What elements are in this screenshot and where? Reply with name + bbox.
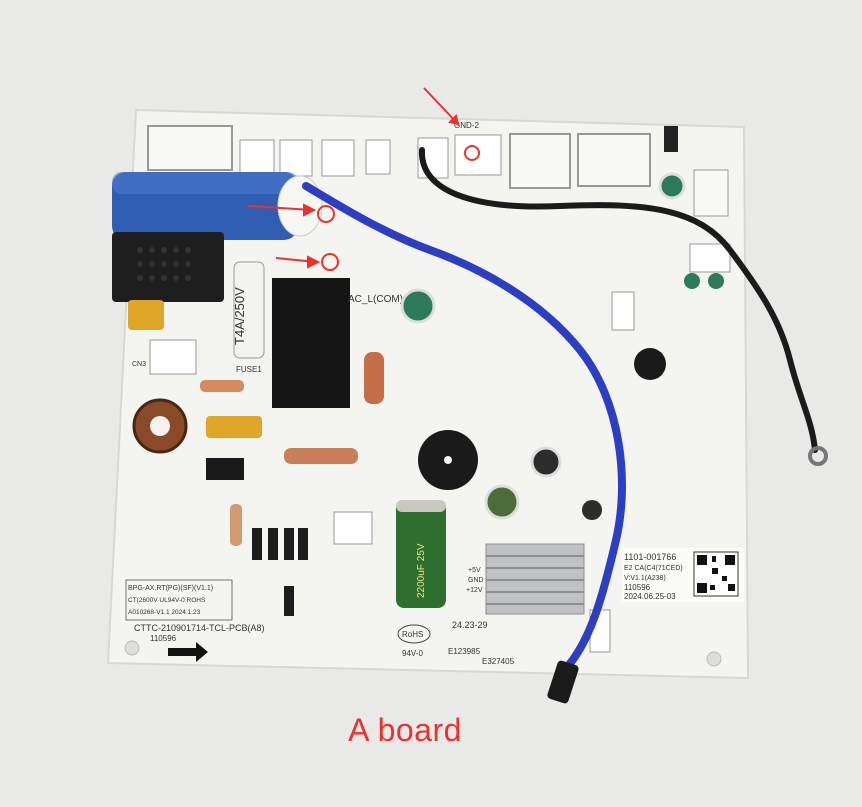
rohs-mark: RoHS xyxy=(402,630,423,639)
connector-top-left xyxy=(147,125,233,171)
sticker-line-4: 110596 xyxy=(624,583,651,592)
filter-block xyxy=(112,232,224,302)
relay-label: AC_L(COM) xyxy=(348,294,403,305)
fuse xyxy=(233,261,265,359)
capacitor-label: 2200uF 25V xyxy=(416,543,427,598)
date-code: 24.23-29 xyxy=(452,620,488,630)
e-number-2: E327405 xyxy=(482,657,515,666)
black-wire xyxy=(418,147,818,453)
annotation-markers xyxy=(247,87,480,271)
blue-wire xyxy=(302,182,626,670)
ul-rating: 94V-0 xyxy=(402,649,423,658)
caption: A board xyxy=(348,712,462,748)
volt-label-5v: +5V xyxy=(468,567,481,574)
sticker-line-3: V:V1.1(A238) xyxy=(624,575,666,582)
ring-terminal xyxy=(808,446,828,466)
main-capacitor xyxy=(396,500,446,608)
cn-label: CN3 xyxy=(132,361,146,368)
board-rating-label: CT(2600V UL94V-0 ROHS xyxy=(128,597,206,604)
relay xyxy=(272,278,350,408)
sticker-line-2: E2 CA(C4(71CED) xyxy=(624,565,683,572)
fuse-ref: FUSE1 xyxy=(236,365,262,374)
sticker-line-5: 2024.06.25-03 xyxy=(624,592,676,601)
fuse-label: T4A/250V xyxy=(232,287,247,345)
board-model-label: BPG-AX.RT(PG)(SF)(V1.1) xyxy=(128,585,213,592)
board-code-label: A010268-V1.1 2024.1.23 xyxy=(128,609,201,616)
board-number-label: 110596 xyxy=(150,634,177,643)
sticker-line-1: 1101-001766 xyxy=(624,552,676,562)
volt-label-12v: +12V xyxy=(466,587,483,594)
e-number-1: E123985 xyxy=(448,647,481,656)
arrow-icon xyxy=(168,642,208,662)
board-cttc-label: CTTC-210901714-TCL-PCB(A8) xyxy=(134,623,265,633)
gnd-label: GND-2 xyxy=(454,121,479,130)
volt-label-gnd: GND xyxy=(468,577,484,584)
